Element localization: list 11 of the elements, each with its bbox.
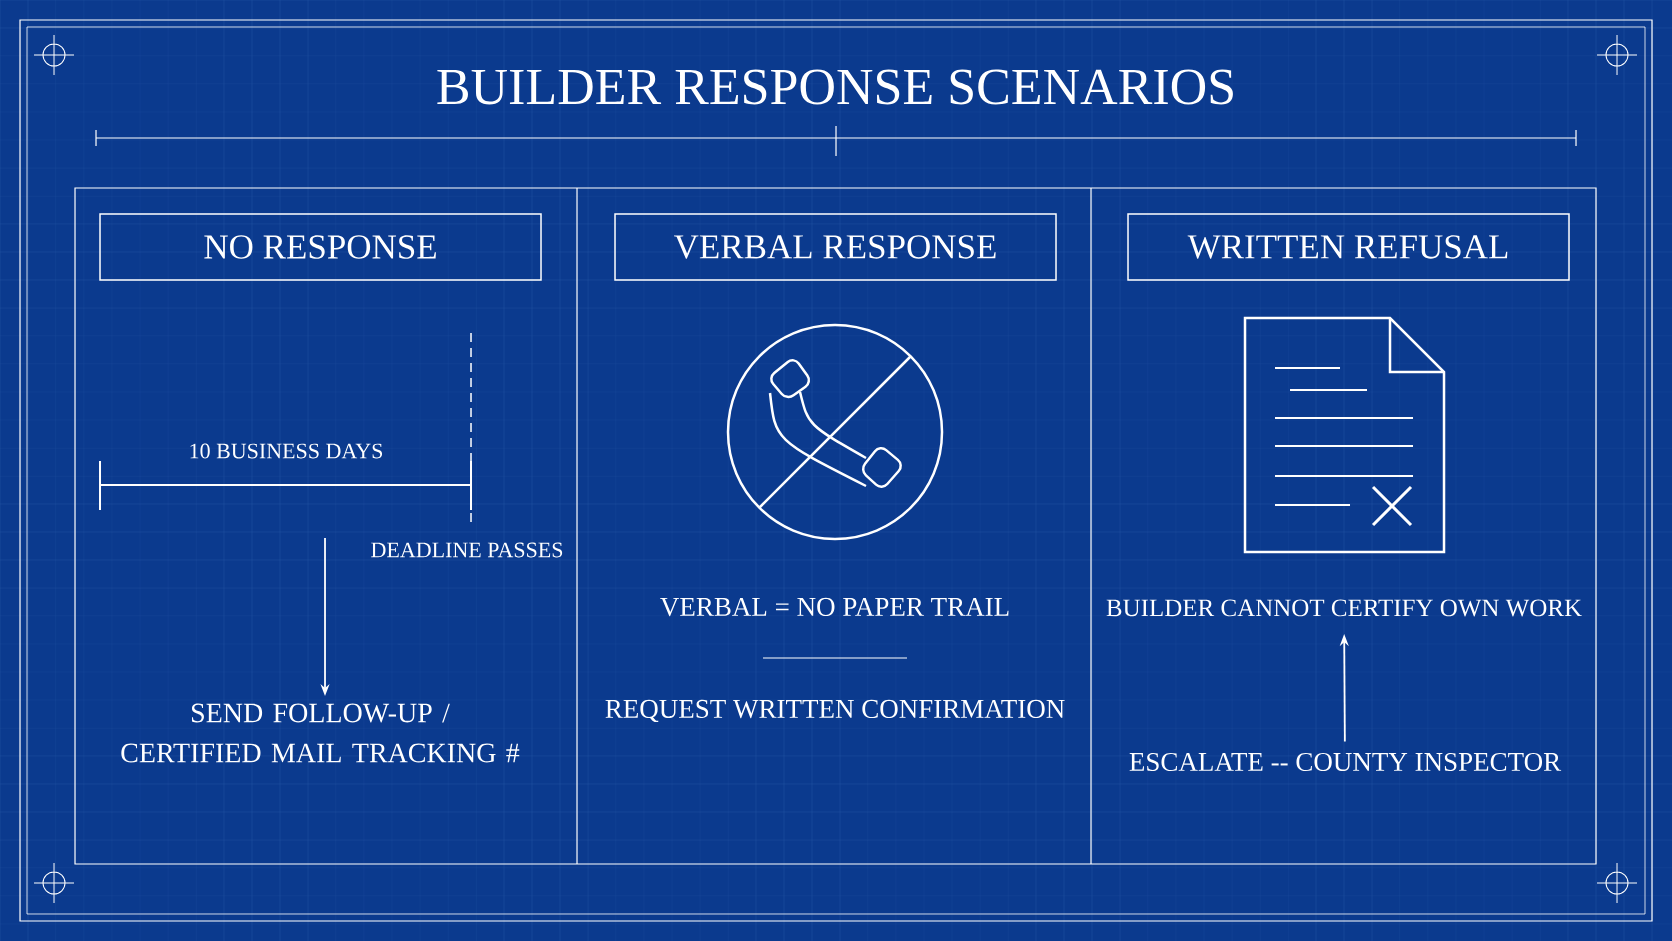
- deadline-label: DEADLINE PASSES: [371, 542, 563, 558]
- header-box: WRITTEN REFUSAL: [1127, 213, 1570, 281]
- note-text: REQUEST WRITTEN CONFIRMATION: [605, 699, 1065, 723]
- action-text: SEND FOLLOW-UP / CERTIFIED MAIL TRACKING #: [121, 703, 520, 763]
- outcome-text: BUILDER CANNOT CERTIFY OWN WORK: [1106, 599, 1582, 617]
- header-box: VERBAL RESPONSE: [614, 213, 1057, 281]
- action-text: ESCALATE -- COUNTY INSPECTOR: [1129, 752, 1562, 772]
- dimension-label: 10 BUSINESS DAYS: [190, 443, 383, 459]
- note-text: VERBAL = NO PAPER TRAIL: [660, 597, 1009, 617]
- header-box: NO RESPONSE: [99, 213, 542, 281]
- title: BUILDER RESPONSE SCENARIOS: [437, 69, 1233, 105]
